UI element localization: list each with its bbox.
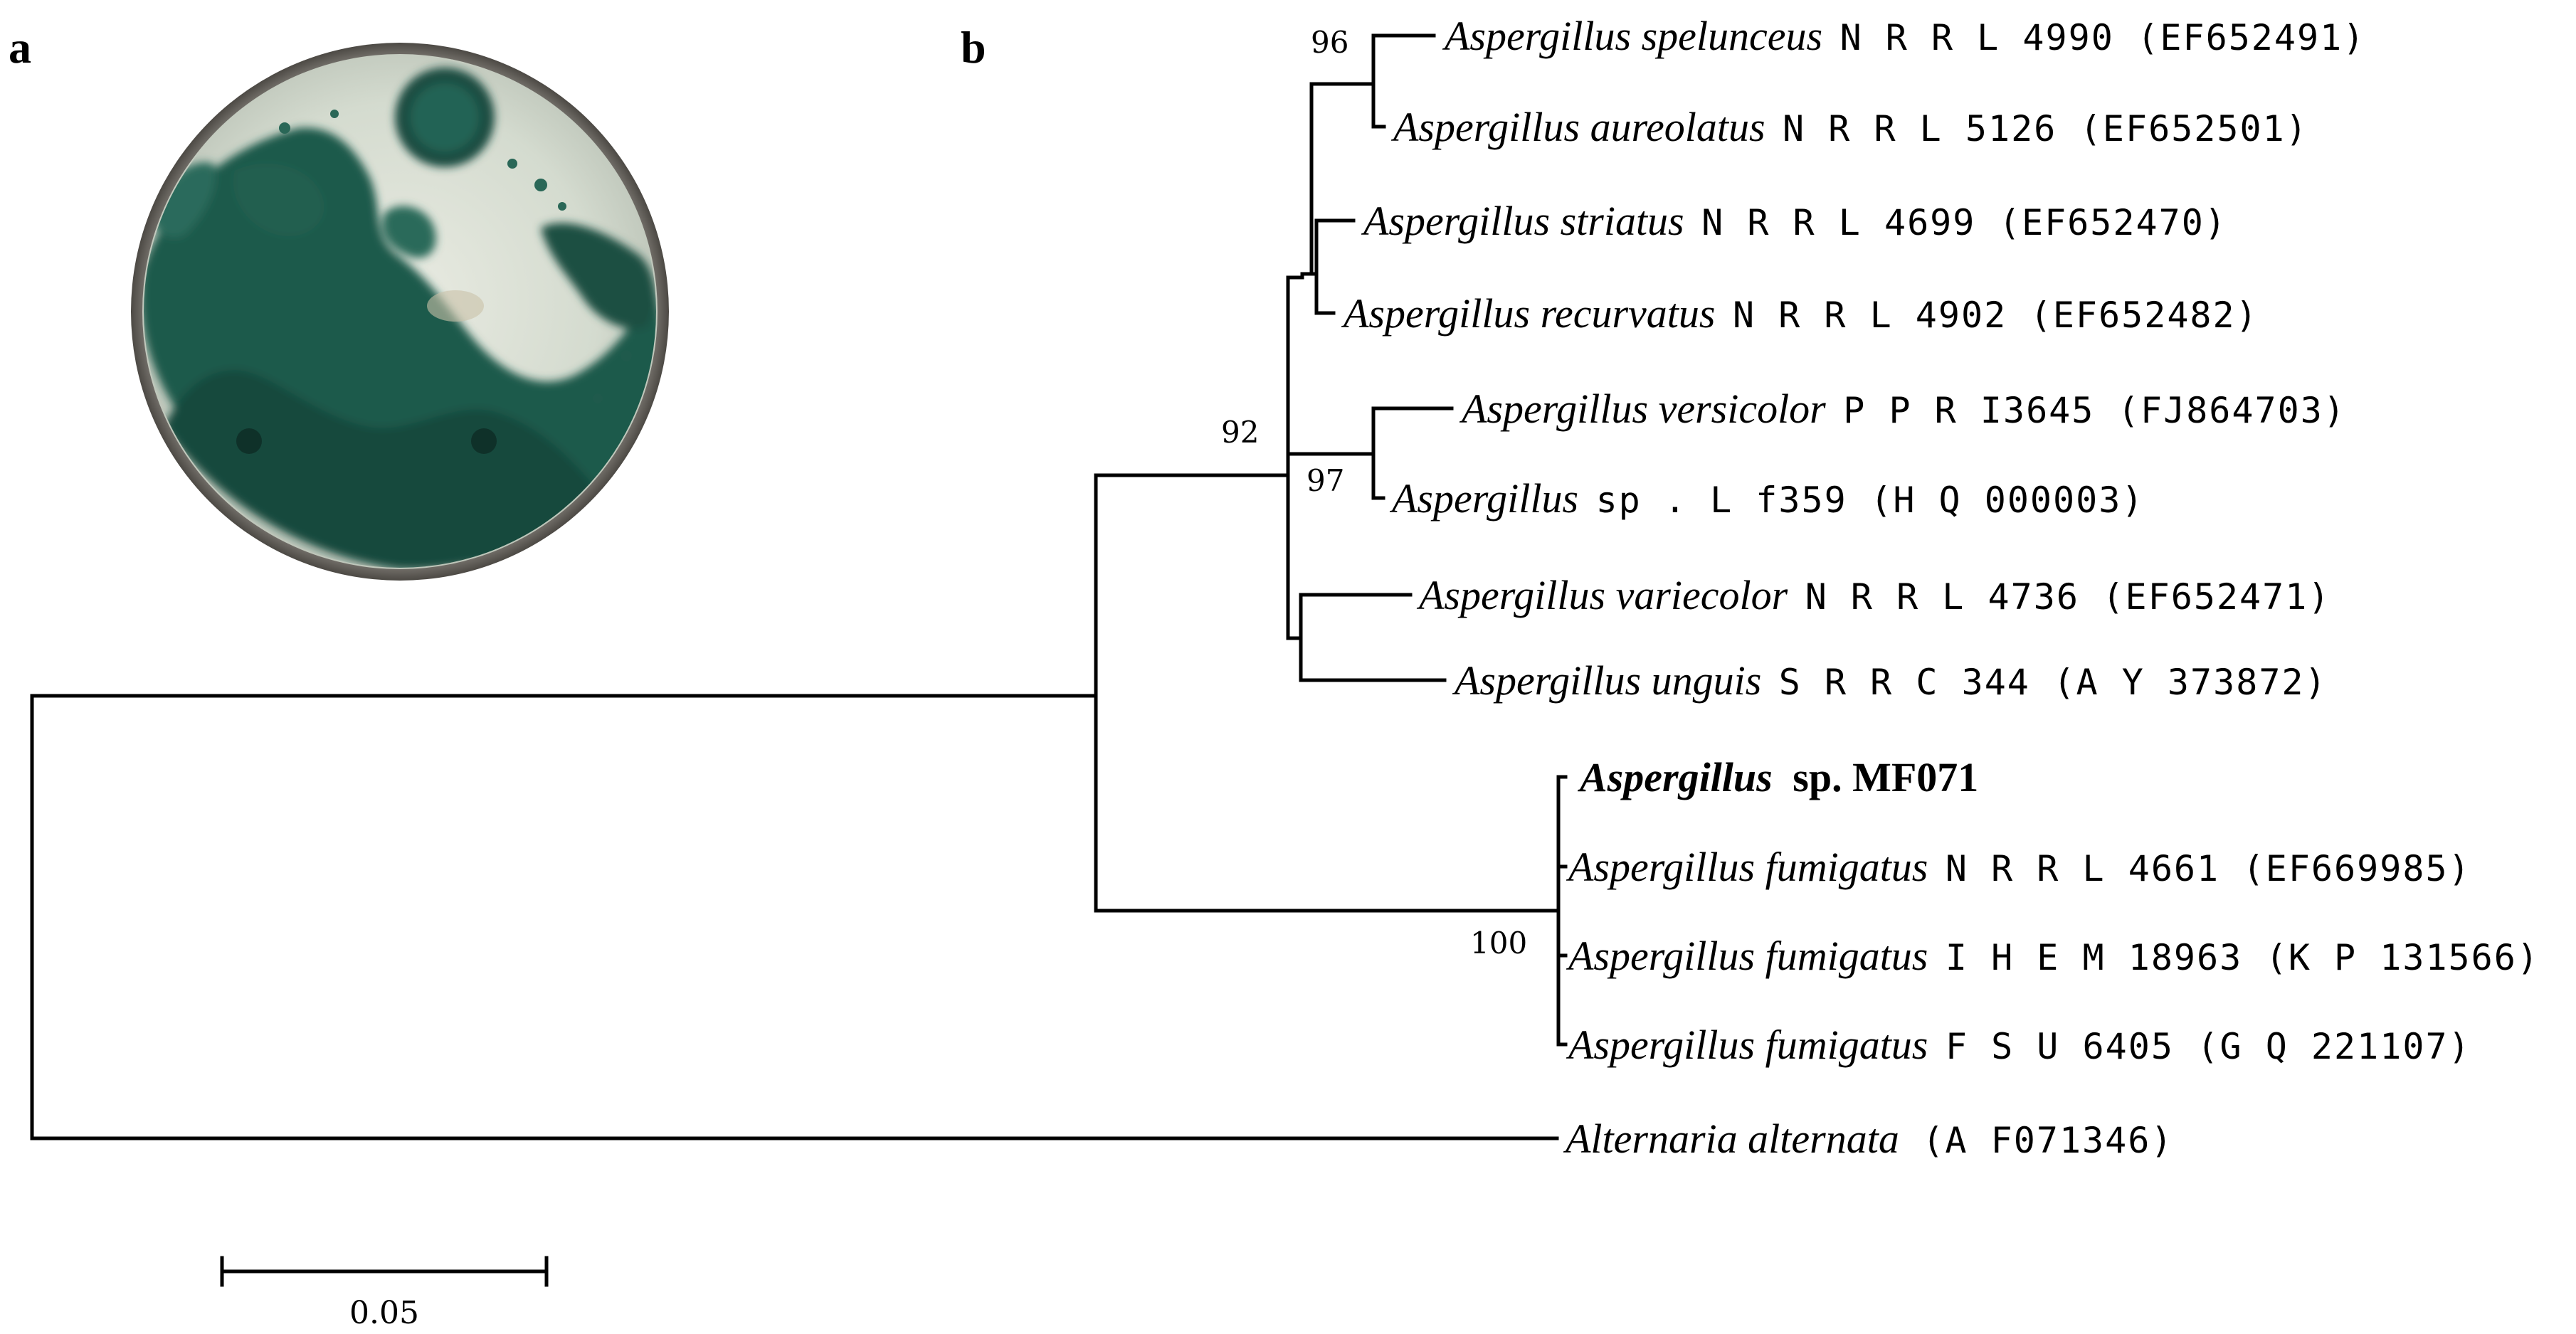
panel-b-label: b [961, 22, 986, 73]
bootstrap-96: 96 [1311, 25, 1348, 60]
taxon-strain: N R R L 4990 [1840, 17, 2114, 58]
taxon-label-lf359: Aspergillus sp . L f359 (H Q 000003) [1389, 475, 2144, 522]
taxon-name: Aspergillus striatus [1361, 198, 1684, 244]
taxon-name: Aspergillus spelunceus [1442, 13, 1822, 59]
taxon-accession: (EF669985) [2243, 848, 2471, 889]
taxon-label-alternaria: Alternaria alternata (A F071346) [1563, 1116, 2173, 1162]
taxon-strain: sp. MF071 [1793, 754, 1978, 800]
taxon-accession: (G Q 221107) [2197, 1026, 2471, 1067]
taxon-accession: (A F071346) [1922, 1120, 2173, 1161]
taxon-accession: (K P 131566) [2266, 937, 2540, 978]
taxon-name: Aspergillus aureolatus [1390, 104, 1765, 150]
taxon-label-striatus: Aspergillus striatus N R R L 4699 (EF652… [1361, 198, 2227, 244]
taxon-accession: (EF652501) [2080, 108, 2308, 149]
taxon-label-fumigatus2: Aspergillus fumigatus I H E M 18963 (K P… [1566, 933, 2540, 979]
taxon-strain: sp . L f359 [1596, 480, 1847, 521]
bootstrap-97: 97 [1307, 463, 1344, 498]
taxon-accession: (FJ864703) [2118, 390, 2346, 431]
taxon-strain: P P R I3645 [1843, 390, 2094, 431]
panel-a-label: a [9, 22, 31, 73]
medium-stain [427, 290, 484, 322]
taxon-name: Aspergillus [1578, 754, 1773, 800]
taxon-name: Aspergillus [1389, 475, 1578, 522]
taxon-accession: (EF652470) [1999, 202, 2227, 243]
taxon-name: Aspergillus fumigatus [1566, 844, 1928, 890]
taxon-accession: (EF652471) [2102, 576, 2330, 618]
taxon-label-variecolor: Aspergillus variecolor N R R L 4736 (EF6… [1416, 572, 2330, 618]
taxon-name: Aspergillus fumigatus [1566, 933, 1928, 979]
colony-speckles [236, 110, 632, 454]
bootstrap-100: 100 [1470, 926, 1527, 960]
taxon-strain: S R R C 344 [1779, 662, 2030, 703]
taxon-accession: (EF652482) [2030, 295, 2259, 336]
taxon-name: Aspergillus recurvatus [1341, 290, 1715, 337]
taxon-label-fumigatus3: Aspergillus fumigatus F S U 6405 (G Q 22… [1566, 1022, 2471, 1068]
taxon-strain: I H E M 18963 [1946, 937, 2242, 978]
taxon-name: Aspergillus fumigatus [1566, 1022, 1928, 1068]
taxon-label-spelunceus: Aspergillus spelunceus N R R L 4990 (EF6… [1442, 13, 2365, 59]
taxon-strain: N R R L 4736 [1805, 576, 2079, 618]
taxon-label-fumigatus1: Aspergillus fumigatus N R R L 4661 (EF66… [1566, 844, 2471, 890]
taxon-accession: (H Q 000003) [1870, 480, 2144, 521]
taxon-strain: N R R L 4699 [1701, 202, 1975, 243]
taxon-strain: N R R L 5126 [1783, 108, 2057, 149]
fungal-colony [144, 68, 656, 568]
taxon-name: Alternaria alternata [1563, 1116, 1899, 1162]
taxon-label-versicolor: Aspergillus versicolor P P R I3645 (FJ86… [1459, 386, 2346, 432]
scale-bar-label: 0.05 [349, 1295, 419, 1331]
taxon-name: Aspergillus unguis [1452, 657, 1761, 704]
taxon-name: Aspergillus variecolor [1416, 572, 1788, 618]
petri-dish-photo [131, 43, 669, 581]
taxon-accession: (A Y 373872) [2053, 662, 2327, 703]
taxon-label-mf071: Aspergillus sp. MF071 [1578, 754, 1978, 800]
taxon-accession: (EF652491) [2137, 17, 2365, 58]
phylogenetic-tree: 96 92 97 100 Aspergillus spelunceus N R … [30, 13, 2540, 1331]
taxon-strain: N R R L 4661 [1946, 848, 2219, 889]
taxon-label-unguis: Aspergillus unguis S R R C 344 (A Y 3738… [1452, 657, 2328, 704]
bootstrap-92: 92 [1221, 415, 1259, 450]
taxon-label-aureolatus: Aspergillus aureolatus N R R L 5126 (EF6… [1390, 104, 2308, 150]
scale-bar: 0.05 [220, 1256, 549, 1331]
taxon-strain: F S U 6405 [1946, 1026, 2174, 1067]
taxon-strain: N R R L 4902 [1733, 295, 2007, 336]
taxon-label-recurvatus: Aspergillus recurvatus N R R L 4902 (EF6… [1341, 290, 2259, 337]
taxon-name: Aspergillus versicolor [1459, 386, 1826, 432]
